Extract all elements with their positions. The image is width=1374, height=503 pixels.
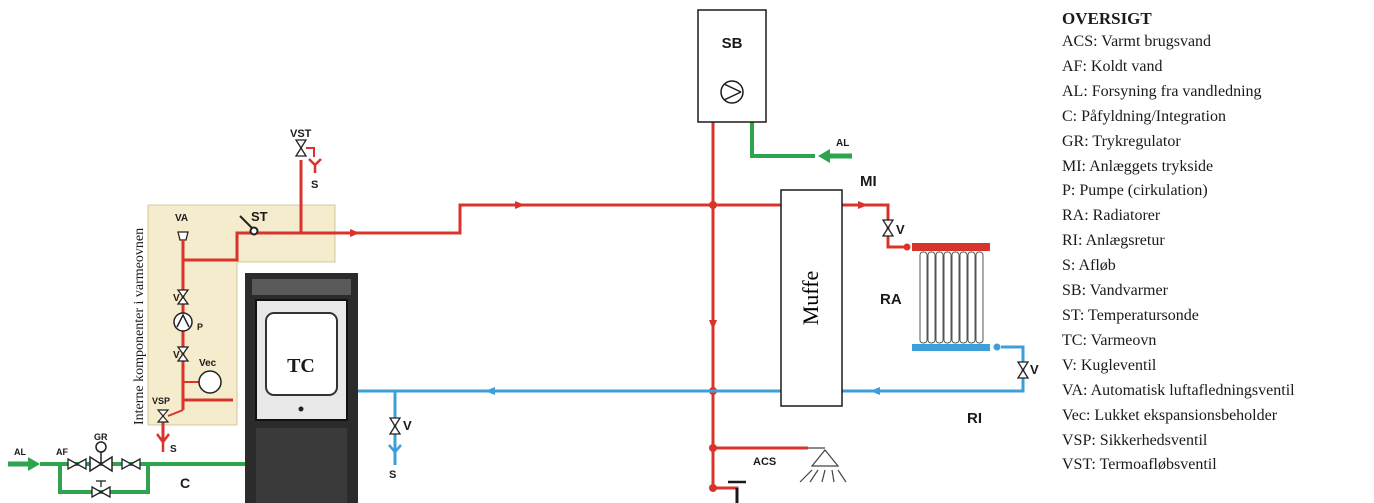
legend-item: MI: Anlæggets trykside — [1062, 157, 1214, 175]
muffe-label: Muffe — [798, 271, 823, 326]
legend-item: ACS: Varmt brugsvand — [1062, 33, 1212, 50]
air-vent-icon — [177, 231, 189, 241]
vst-label: VST — [290, 128, 312, 140]
shower-icon — [799, 447, 847, 483]
legend-item: AF: Koldt vand — [1062, 57, 1163, 75]
vsp-drain-icon — [156, 433, 170, 452]
pump-icon — [720, 80, 744, 104]
v-ri-label: V — [1030, 362, 1039, 377]
c-label: C — [180, 475, 190, 491]
ri-label: RI — [967, 410, 982, 427]
return-lines — [358, 345, 1025, 465]
muffe-box — [780, 189, 843, 407]
legend-item: VA: Automatisk luftafledningsventil — [1062, 381, 1295, 399]
legend-item: ST: Temperatursonde — [1062, 306, 1199, 324]
legend: OVERSIGT ACS: Varmt brugsvand AF: Koldt … — [1062, 8, 1370, 478]
af-valve-icon — [67, 457, 87, 471]
supply-flow-arrows — [350, 201, 868, 330]
s-drain-label: S — [389, 469, 396, 481]
vst-valve-icon — [294, 139, 315, 157]
legend-title: OVERSIGT — [1062, 9, 1152, 28]
legend-item: RA: Radiatorer — [1062, 207, 1161, 225]
junction-dots — [709, 201, 717, 492]
expansion-vessel-icon — [183, 370, 222, 394]
drain-s-icon — [388, 444, 402, 465]
legend-item: TC: Varmeovn — [1062, 331, 1157, 349]
s-vst-label: S — [311, 179, 318, 191]
legend-item: GR: Trykregulator — [1062, 132, 1181, 150]
v-mi-label: V — [896, 222, 905, 237]
legend-item: AL: Forsyning fra vandledning — [1062, 82, 1262, 100]
vsp-label: VSP — [152, 396, 170, 406]
af-label: AF — [56, 447, 68, 457]
legend-item: S: Afløb — [1062, 257, 1116, 275]
internal-components-label: Interne komponenter i varmeovnen — [132, 228, 147, 425]
sb-label: SB — [722, 35, 743, 52]
acs-label: ACS — [753, 456, 776, 468]
legend-item: Vec: Lukket ekspansionsbeholder — [1062, 406, 1278, 424]
va-label: VA — [175, 213, 188, 224]
vst-drain-icon — [308, 158, 322, 173]
safety-valve-icon — [156, 409, 184, 423]
gr-label: GR — [94, 432, 108, 442]
al-top-arrow — [818, 149, 852, 163]
mi-valve-icon — [881, 219, 895, 237]
c-valve-icon — [121, 457, 141, 471]
al-inlet-arrow — [8, 457, 40, 471]
legend-item: RI: Anlægsretur — [1062, 232, 1165, 250]
v-upper-label: V — [173, 293, 180, 304]
water-heater-box — [697, 9, 767, 123]
v-drain-label: V — [403, 418, 412, 433]
legend-item: VSP: Sikkerhedsventil — [1062, 431, 1208, 449]
vec-label: Vec — [199, 358, 217, 369]
tc-label: TC — [287, 355, 315, 377]
v-lower-label: V — [173, 350, 180, 361]
gr-valve-icon — [89, 441, 113, 473]
legend-item: C: Påfyldning/Integration — [1062, 107, 1226, 125]
legend-item: V: Kugleventil — [1062, 356, 1157, 374]
circulation-pump-icon — [173, 312, 193, 332]
mi-label: MI — [860, 173, 877, 190]
drain-valve-icon — [388, 417, 402, 435]
temperature-sensor-icon — [239, 215, 259, 236]
legend-item: VST: Termoafløbsventil — [1062, 456, 1217, 474]
upper-internal-valve-icon — [176, 289, 190, 305]
bypass-valve-icon — [91, 480, 111, 499]
al-top-label: AL — [836, 138, 849, 149]
p-label: P — [197, 322, 203, 332]
al-bottom-label: AL — [14, 447, 26, 457]
stove — [245, 273, 358, 503]
ra-label: RA — [880, 291, 902, 308]
legend-item: SB: Vandvarmer — [1062, 282, 1168, 300]
ri-valve-icon — [1016, 361, 1030, 379]
radiator — [903, 243, 1001, 351]
s-vsp-label: S — [170, 444, 177, 455]
lower-internal-valve-icon — [176, 346, 190, 362]
st-label: ST — [251, 209, 268, 224]
legend-item: P: Pumpe (cirkulation) — [1062, 182, 1208, 200]
return-flow-arrows — [485, 387, 880, 395]
